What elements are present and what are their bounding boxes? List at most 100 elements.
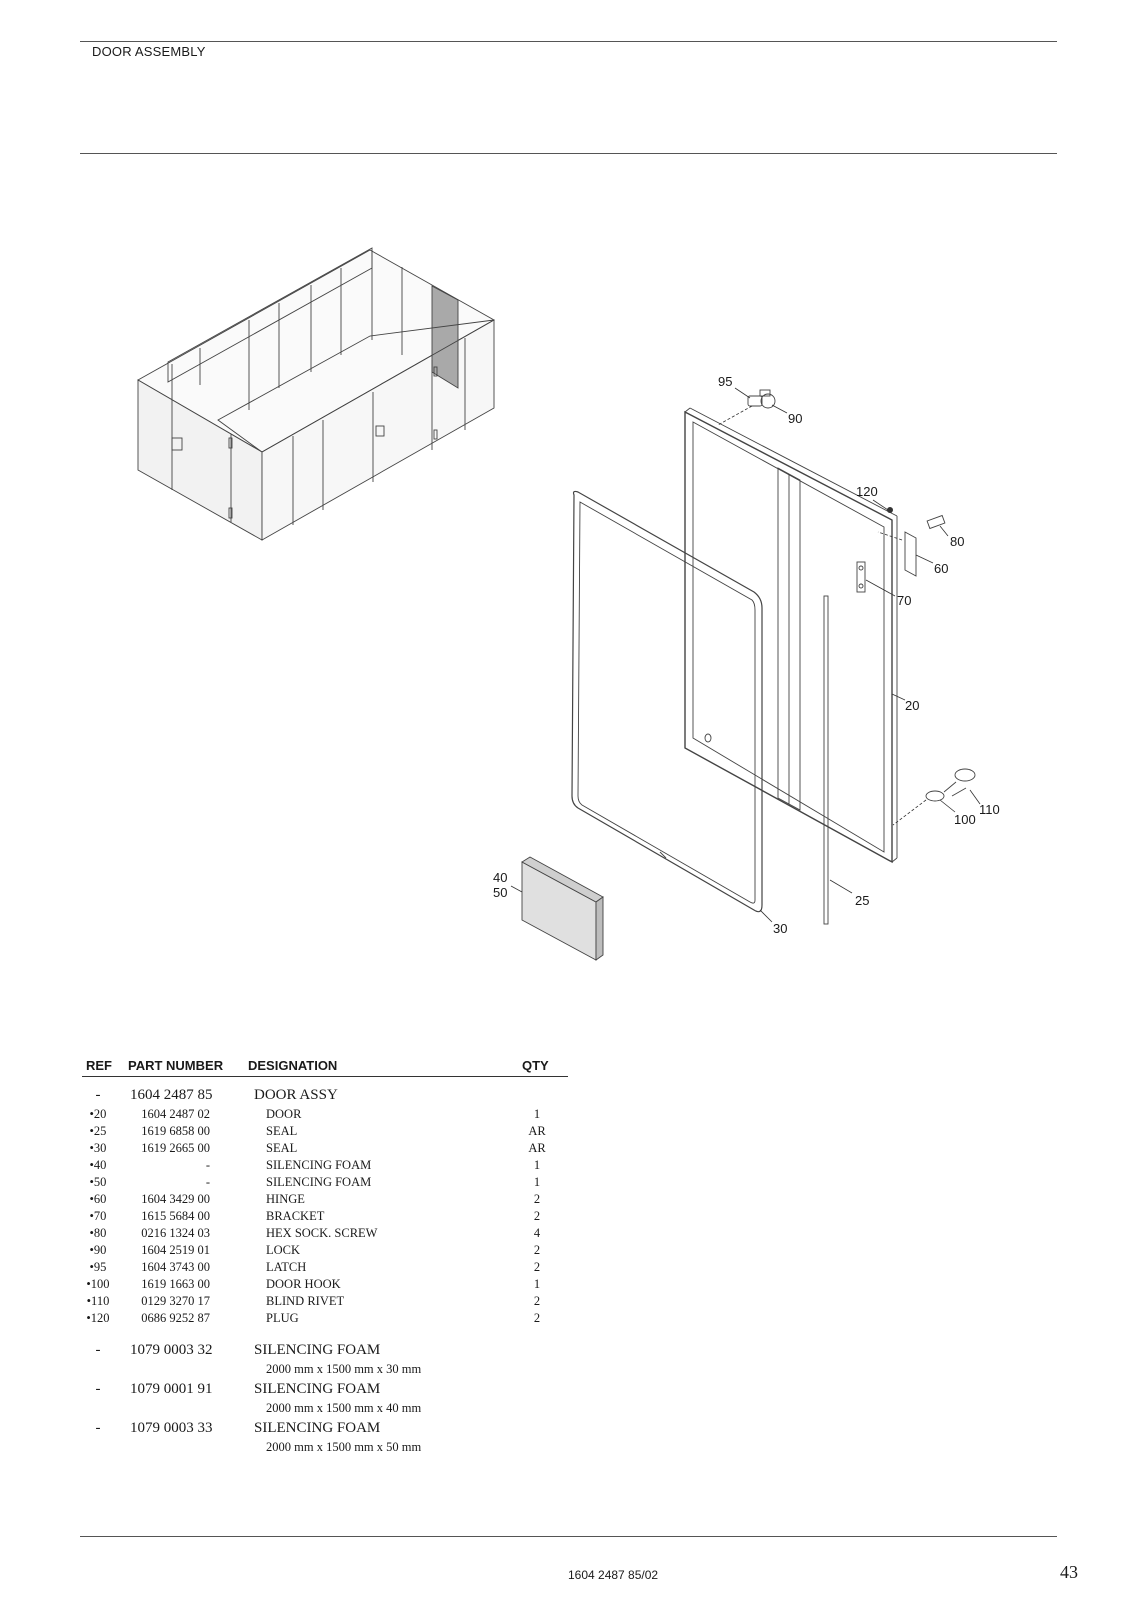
row-designation: LOCK xyxy=(266,1243,301,1257)
table-row: •70 1615 5684 00 BRACKET 2 xyxy=(82,1209,568,1226)
row-ref: •90 xyxy=(89,1243,107,1257)
row-ref: •30 xyxy=(89,1141,107,1155)
row-part-number: 1604 2487 02 xyxy=(141,1107,210,1121)
row-designation: SILENCING FOAM xyxy=(266,1158,372,1172)
seal-strip-illustration xyxy=(823,595,829,925)
extra-part-note: 2000 mm x 1500 mm x 50 mm xyxy=(82,1440,568,1457)
row-ref: - xyxy=(95,1381,101,1397)
row-designation: BLIND RIVET xyxy=(266,1294,345,1308)
row-ref: •25 xyxy=(89,1124,107,1138)
row-ref: •110 xyxy=(86,1294,110,1308)
extra-part-note: 2000 mm x 1500 mm x 40 mm xyxy=(82,1401,568,1418)
row-part-number: 1615 5684 00 xyxy=(141,1209,210,1223)
row-qty: 1 xyxy=(533,1107,541,1121)
col-designation: DESIGNATION xyxy=(248,1058,338,1073)
seal-frame-illustration xyxy=(571,490,763,913)
silencing-foam-illustration xyxy=(521,856,604,961)
table-row: •90 1604 2519 01 LOCK 2 xyxy=(82,1243,568,1260)
row-ref: •20 xyxy=(89,1107,107,1121)
row-designation: PLUG xyxy=(266,1311,299,1325)
row-qty: 4 xyxy=(533,1226,541,1240)
parts-table: REF PART NUMBER DESIGNATION QTY - 1604 2… xyxy=(82,1058,568,1457)
callout-80: 80 xyxy=(950,534,964,549)
row-qty: 1 xyxy=(533,1175,541,1189)
document-code: 1604 2487 85/02 xyxy=(568,1568,659,1582)
row-part-number: 1079 0003 33 xyxy=(130,1420,213,1436)
callout-120: 120 xyxy=(856,484,878,499)
row-qty: 1 xyxy=(533,1277,541,1291)
callout-70: 70 xyxy=(897,593,911,608)
latch-lock-illustration xyxy=(717,389,776,426)
callout-110: 110 xyxy=(979,802,1000,817)
row-part-number: 1604 3743 00 xyxy=(141,1260,210,1274)
row-part-number: 1079 0001 91 xyxy=(130,1381,213,1397)
row-ref: - xyxy=(95,1087,101,1103)
row-part-number: 1619 2665 00 xyxy=(141,1141,210,1155)
row-designation: SEAL xyxy=(266,1141,298,1155)
row-qty: 2 xyxy=(533,1243,541,1257)
row-part-number: - xyxy=(205,1158,210,1172)
table-row: •30 1619 2665 00 SEAL AR xyxy=(82,1141,568,1158)
row-ref: •70 xyxy=(89,1209,107,1223)
row-ref: •40 xyxy=(89,1158,107,1172)
header-bottom-rule xyxy=(80,153,1057,154)
callout-50: 50 xyxy=(493,885,507,900)
row-qty: 2 xyxy=(533,1209,541,1223)
row-qty: AR xyxy=(528,1124,546,1138)
extra-part-row: - 1079 0001 91 SILENCING FOAM xyxy=(82,1379,568,1401)
row-designation: SILENCING FOAM xyxy=(266,1175,372,1189)
row-note: 2000 mm x 1500 mm x 30 mm xyxy=(266,1362,422,1376)
header-top-rule xyxy=(80,41,1057,42)
row-designation: DOOR HOOK xyxy=(266,1277,341,1291)
col-qty: QTY xyxy=(522,1058,549,1073)
extra-part-row: - 1079 0003 33 SILENCING FOAM xyxy=(82,1418,568,1440)
footer-rule xyxy=(80,1536,1057,1537)
row-part-number: - xyxy=(205,1175,210,1189)
row-ref: - xyxy=(95,1342,101,1358)
table-row: •110 0129 3270 17 BLIND RIVET 2 xyxy=(82,1294,568,1311)
page-number: 43 xyxy=(1060,1562,1078,1582)
row-designation: SEAL xyxy=(266,1124,298,1138)
row-designation: SILENCING FOAM xyxy=(254,1342,381,1358)
row-designation: DOOR ASSY xyxy=(254,1087,338,1103)
door-hook-illustration xyxy=(892,768,976,826)
callout-30: 30 xyxy=(773,921,787,936)
row-part-number: 0686 9252 87 xyxy=(141,1311,210,1325)
row-note: 2000 mm x 1500 mm x 40 mm xyxy=(266,1401,422,1415)
row-qty: 1 xyxy=(533,1158,541,1172)
row-part-number: 1604 3429 00 xyxy=(141,1192,210,1206)
row-part-number: 0129 3270 17 xyxy=(141,1294,210,1308)
extra-part-row: - 1079 0003 32 SILENCING FOAM xyxy=(82,1340,568,1362)
extra-part-note: 2000 mm x 1500 mm x 30 mm xyxy=(82,1362,568,1379)
row-qty: 2 xyxy=(533,1311,541,1325)
row-designation: HEX SOCK. SCREW xyxy=(266,1226,378,1240)
exploded-view-drawing: 95 90 120 80 60 70 20 110 100 40 50 25 3… xyxy=(137,247,1000,961)
assembly-row: - 1604 2487 85 DOOR ASSY xyxy=(82,1085,568,1107)
row-part-number: 0216 1324 03 xyxy=(141,1226,210,1240)
row-ref: •100 xyxy=(86,1277,110,1291)
row-qty: 2 xyxy=(533,1294,541,1308)
page-title: DOOR ASSEMBLY xyxy=(92,44,206,59)
row-ref: •95 xyxy=(89,1260,107,1274)
row-part-number: 1619 1663 00 xyxy=(141,1277,210,1291)
row-part-number: 1604 2519 01 xyxy=(141,1243,210,1257)
parts-table-header: REF PART NUMBER DESIGNATION QTY xyxy=(82,1058,568,1077)
door-panel-illustration xyxy=(684,407,898,864)
table-row: •100 1619 1663 00 DOOR HOOK 1 xyxy=(82,1277,568,1294)
row-designation: BRACKET xyxy=(266,1209,325,1223)
row-designation: HINGE xyxy=(266,1192,305,1206)
col-part-number: PART NUMBER xyxy=(128,1058,224,1073)
callout-90: 90 xyxy=(788,411,802,426)
row-ref: •50 xyxy=(89,1175,107,1189)
row-qty: AR xyxy=(528,1141,546,1155)
col-ref: REF xyxy=(86,1058,112,1073)
table-row: •50 - SILENCING FOAM 1 xyxy=(82,1175,568,1192)
row-designation: LATCH xyxy=(266,1260,307,1274)
row-designation: SILENCING FOAM xyxy=(254,1420,381,1436)
